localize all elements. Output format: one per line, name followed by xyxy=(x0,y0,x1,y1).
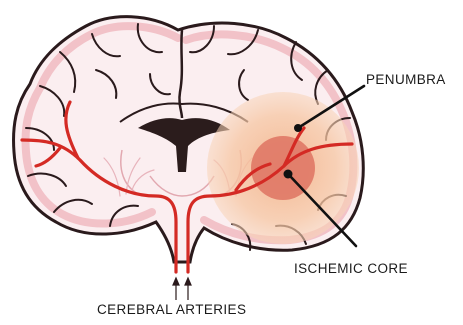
penumbra-pointer-dot xyxy=(294,124,302,132)
cerebral-arteries-label: CEREBRAL ARTERIES xyxy=(97,302,246,317)
artery-arrows xyxy=(173,278,191,300)
ischemic-core-label: ISCHEMIC CORE xyxy=(294,261,408,276)
penumbra-label: PENUMBRA xyxy=(366,72,446,87)
ischemic-core-pointer-dot xyxy=(284,170,293,179)
